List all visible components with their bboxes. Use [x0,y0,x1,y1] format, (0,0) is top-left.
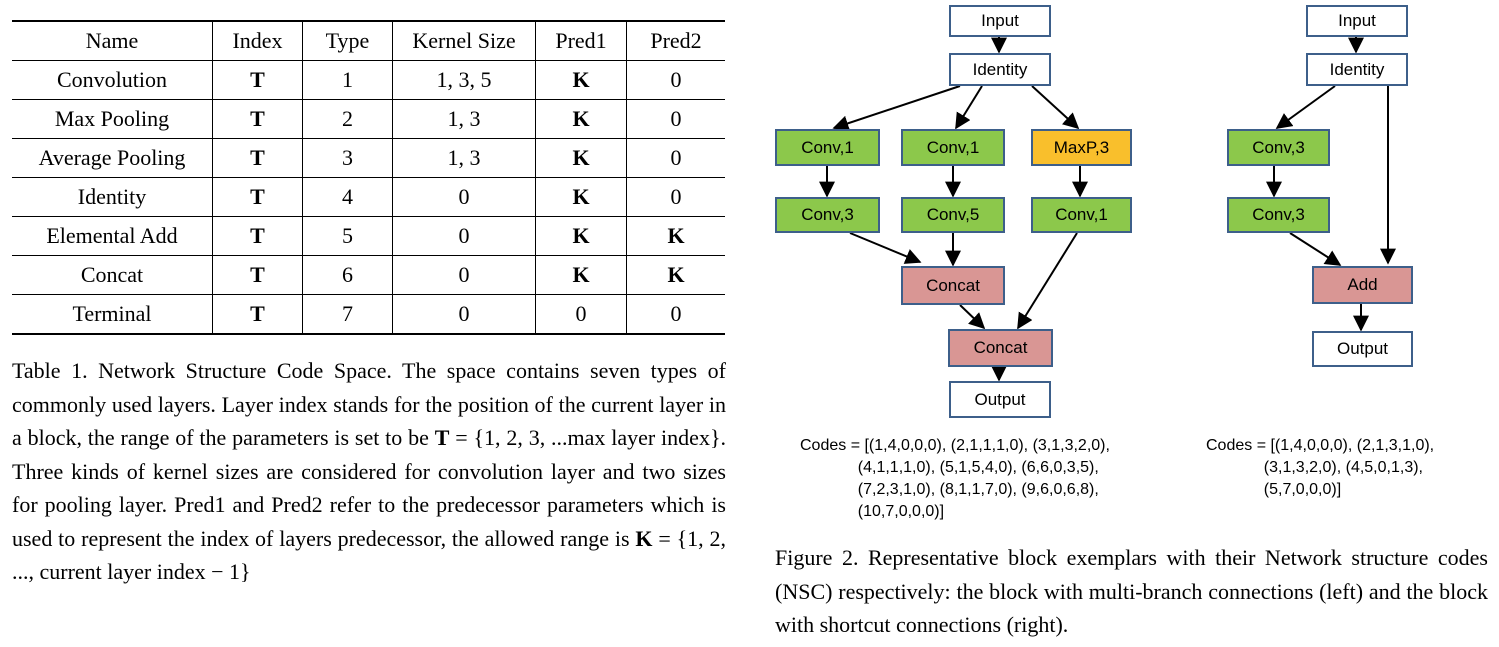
codes-right: Codes = [(1,4,0,0,0), (2,1,3,1,0), (3,1,… [1206,437,1435,498]
cell-index: T [212,294,303,334]
cell-name: Max Pooling [54,106,170,131]
node-concat-1: Concat [901,266,1005,305]
node-maxpool-3: MaxP,3 [1031,129,1132,166]
nsc-table: Name Index Type Kernel Size Pred1 Pred2 … [12,20,725,335]
cell-index: T [212,216,303,256]
cell-index: T [212,255,303,295]
cell-kernel: 0 [392,177,536,217]
cell-name: Convolution [56,67,167,92]
header-name: Name [85,28,139,53]
arrow-conv3-concat1 [849,232,922,264]
cell-type: 2 [302,99,393,139]
codes-left: Codes = [(1,4,0,0,0), (2,1,1,1,0), (3,1,… [800,437,1110,520]
arrow-conv1c-concat2 [1017,232,1078,330]
cell-type: 6 [302,255,393,295]
node-output-right: Output [1312,331,1413,367]
figure-caption: Figure 2. Representative block exemplars… [775,545,1488,637]
arrow-identity-conv1b [955,85,983,130]
node-conv-1-a: Conv,1 [775,129,880,166]
table-caption-text: Table 1. Network Structure Code Space. T… [12,358,726,450]
equation-k-range: = {1, 2, ..., current layer index − 1} [12,525,726,585]
equation-t-range: = {1, 2, 3, ...max layer index} [449,425,721,450]
node-identity-right: Identity [1306,53,1408,86]
cell-kernel: 0 [392,255,536,295]
cell-index: T [212,177,303,217]
cell-kernel: 0 [392,216,536,256]
cell-type: 1 [302,60,393,100]
symbol-k: K [635,525,653,551]
cell-pred2: 0 [626,60,725,100]
node-input-right: Input [1306,5,1408,37]
cell-index: T [212,138,303,178]
cell-kernel: 0 [392,294,536,334]
node-output: Output [949,381,1051,418]
table-row: Concat T 6 0 K K [12,255,725,295]
cell-kernel: 1, 3 [392,138,536,178]
node-add-right: Add [1312,266,1413,304]
cell-pred2: 0 [626,177,725,217]
header-index: Index [212,21,303,61]
cell-type: 7 [302,294,393,334]
arrow-identity-conv3a-right [1275,85,1336,129]
cell-pred1: K [535,177,627,217]
cell-name: Concat [80,262,144,287]
cell-kernel: 1, 3 [392,99,536,139]
node-conv-3: Conv,3 [775,197,880,233]
arrow-concat1-concat2 [959,304,986,330]
cell-type: 4 [302,177,393,217]
node-conv-1-c: Conv,1 [1031,197,1132,233]
node-conv-1-b: Conv,1 [901,129,1005,166]
arrow-identity-maxp [1031,85,1080,130]
table-row: Identity T 4 0 K 0 [12,177,725,217]
node-conv-3-b-right: Conv,3 [1227,197,1330,233]
table-row: Average Pooling T 3 1, 3 K 0 [12,138,725,178]
header-type: Type [302,21,393,61]
cell-pred1: K [535,60,627,100]
cell-pred1: K [535,255,627,295]
cell-type: 3 [302,138,393,178]
cell-index: T [212,60,303,100]
cell-pred1: 0 [535,294,627,334]
cell-pred1: K [535,138,627,178]
header-pred1: Pred1 [535,21,627,61]
cell-name: Elemental Add [46,223,178,248]
table-header-row: Name Index Type Kernel Size Pred1 Pred2 [12,21,725,61]
table-row: Max Pooling T 2 1, 3 K 0 [12,99,725,139]
header-pred2: Pred2 [626,21,725,61]
symbol-t: T [434,425,450,450]
header-kernel-size: Kernel Size [392,21,536,61]
node-input: Input [949,5,1051,37]
cell-index: T [212,99,303,139]
cell-pred1: K [535,216,627,256]
cell-name: Terminal [72,301,152,326]
cell-pred2: K [626,255,725,295]
node-identity: Identity [949,53,1051,86]
cell-pred2: 0 [626,294,725,334]
arrow-identity-conv1a [832,85,961,132]
cell-name: Average Pooling [38,145,186,170]
table-caption: Table 1. Network Structure Code Space. T… [12,354,726,589]
node-concat-2: Concat [948,329,1053,367]
diagram-arrows [819,36,1396,382]
cell-pred2: K [626,216,725,256]
cell-pred2: 0 [626,99,725,139]
table-row: Elemental Add T 5 0 K K [12,216,725,256]
table-row: Convolution T 1 1, 3, 5 K 0 [12,60,725,100]
table-row: Terminal T 7 0 0 0 [12,294,725,334]
table-caption-text-2: . Three kinds of kernel sizes are consid… [12,425,726,551]
cell-name: Identity [77,184,147,209]
cell-kernel: 1, 3, 5 [392,60,536,100]
node-conv-3-a-right: Conv,3 [1227,129,1330,166]
arrow-conv3b-add-right [1289,232,1342,266]
cell-type: 5 [302,216,393,256]
node-conv-5: Conv,5 [901,197,1005,233]
cell-pred2: 0 [626,138,725,178]
cell-pred1: K [535,99,627,139]
